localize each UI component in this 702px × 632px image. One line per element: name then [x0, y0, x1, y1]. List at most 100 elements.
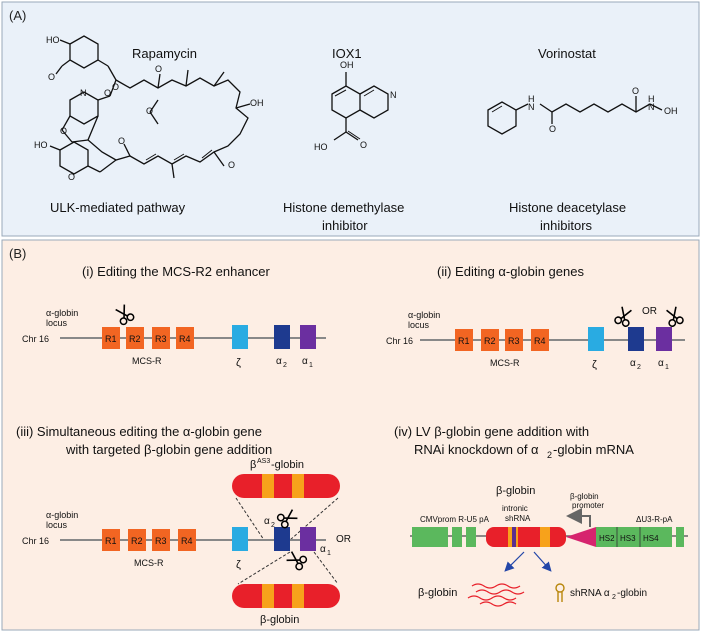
- svg-text:ζ: ζ: [592, 359, 597, 371]
- svg-text:CMVprom R-U5 pA: CMVprom R-U5 pA: [420, 515, 490, 524]
- svg-text:N: N: [648, 102, 655, 112]
- svg-text:AS3: AS3: [257, 458, 270, 465]
- svg-text:locus: locus: [46, 318, 68, 328]
- svg-text:α: α: [658, 358, 664, 369]
- svg-text:HS3: HS3: [620, 534, 636, 543]
- beta-as3-cassette: β AS3 -globin: [232, 458, 340, 541]
- svg-text:β-globin: β-globin: [570, 492, 599, 501]
- svg-text:R3: R3: [155, 334, 167, 344]
- svg-text:R1: R1: [105, 536, 117, 546]
- svg-text:N: N: [390, 90, 397, 100]
- svg-text:OR: OR: [642, 306, 657, 317]
- svg-text:2: 2: [637, 364, 641, 371]
- drug-desc-rapamycin: ULK-mediated pathway: [50, 200, 186, 215]
- svg-text:MCS-R: MCS-R: [132, 356, 162, 366]
- rapamycin-structure: [49, 35, 251, 179]
- section-i-title: (i) Editing the MCS-R2 enhancer: [82, 264, 271, 279]
- svg-text:1: 1: [665, 364, 669, 371]
- svg-text:α: α: [302, 356, 308, 367]
- svg-text:-globin mRNA: -globin mRNA: [553, 442, 634, 457]
- svg-text:shRNA: shRNA: [505, 514, 531, 523]
- svg-text:α-globin: α-globin: [46, 308, 78, 318]
- svg-text:O: O: [146, 106, 153, 116]
- panel-a-label: (A): [9, 8, 26, 23]
- drug-desc-vorinostat-line2: inhibitors: [540, 218, 593, 233]
- svg-text:locus: locus: [408, 320, 430, 330]
- svg-text:1: 1: [327, 550, 331, 557]
- svg-text:R1: R1: [458, 336, 470, 346]
- vorinostat-atoms: H N O O H N OH: [528, 86, 678, 134]
- svg-text:β: β: [250, 459, 256, 471]
- locus-ii: α-globin locus Chr 16 R1 R2 R3 R4 MCS-R …: [386, 306, 685, 371]
- svg-text:R4: R4: [534, 336, 546, 346]
- svg-text:HS4: HS4: [643, 534, 659, 543]
- svg-text:N: N: [80, 88, 87, 98]
- svg-text:N: N: [528, 102, 535, 112]
- svg-text:β-globin: β-globin: [260, 614, 299, 626]
- product-beta-globin-label: β-globin: [418, 587, 457, 599]
- svg-text:locus: locus: [46, 520, 68, 530]
- svg-text:O: O: [60, 126, 67, 136]
- section-iv-title-line1: (iv) LV β-globin gene addition with: [394, 424, 589, 439]
- svg-text:promoter: promoter: [572, 501, 604, 510]
- svg-text:2: 2: [612, 594, 616, 601]
- svg-text:R2: R2: [484, 336, 496, 346]
- shrna-hairpin-icon: [555, 583, 565, 602]
- panel-b-frame: [1, 239, 700, 631]
- lentiviral-vector: CMVprom R-U5 pA β-globin intronic shRNA …: [410, 485, 688, 547]
- svg-text:2: 2: [283, 362, 287, 369]
- svg-text:HS2: HS2: [599, 534, 615, 543]
- svg-text:OH: OH: [250, 98, 264, 108]
- locus-i: α-globin locus Chr 16 R1 R2 R3 R4 MCS-R …: [22, 308, 326, 369]
- svg-text:O: O: [632, 86, 639, 96]
- svg-text:HO: HO: [314, 142, 328, 152]
- svg-text:ΔU3-R-pA: ΔU3-R-pA: [636, 515, 673, 524]
- drug-name-iox1: IOX1: [332, 46, 362, 61]
- svg-text:Chr 16: Chr 16: [386, 336, 413, 346]
- svg-text:ζ: ζ: [236, 357, 241, 369]
- svg-text:Chr 16: Chr 16: [22, 334, 49, 344]
- svg-text:R2: R2: [129, 334, 141, 344]
- svg-text:R1: R1: [105, 334, 117, 344]
- arrow-to-beta-globin: [504, 551, 525, 572]
- svg-text:R3: R3: [508, 336, 520, 346]
- panel-b-label: (B): [9, 246, 26, 261]
- svg-text:α-globin: α-globin: [46, 510, 78, 520]
- svg-text:MCS-R: MCS-R: [490, 358, 520, 368]
- svg-text:Chr 16: Chr 16: [22, 536, 49, 546]
- drug-desc-vorinostat-line1: Histone deacetylase: [509, 200, 626, 215]
- svg-text:2: 2: [271, 522, 275, 529]
- svg-text:OR: OR: [336, 534, 351, 545]
- svg-text:O: O: [104, 88, 111, 98]
- beta-globin-cassette: β-globin: [232, 551, 340, 626]
- svg-text:β-globin: β-globin: [496, 485, 535, 497]
- svg-text:α: α: [320, 544, 326, 555]
- section-iv-title-line2: RNAi knockdown of α 2 -globin mRNA: [414, 442, 634, 460]
- svg-text:intronic: intronic: [502, 504, 528, 513]
- svg-text:R3: R3: [155, 536, 167, 546]
- svg-text:α-globin: α-globin: [408, 310, 440, 320]
- vorinostat-structure: [487, 96, 663, 135]
- svg-text:O: O: [112, 82, 119, 92]
- svg-text:O: O: [549, 124, 556, 134]
- svg-text:OH: OH: [340, 60, 354, 70]
- svg-text:H: H: [648, 94, 655, 104]
- panel-a-frame: [1, 1, 700, 237]
- drug-desc-iox1-line2: inhibitor: [322, 218, 368, 233]
- svg-text:α: α: [264, 516, 270, 527]
- drug-name-rapamycin: Rapamycin: [132, 46, 197, 61]
- svg-text:RNAi knockdown of α: RNAi knockdown of α: [414, 442, 539, 457]
- svg-text:HO: HO: [34, 140, 48, 150]
- svg-text:R4: R4: [179, 334, 191, 344]
- svg-text:2: 2: [547, 450, 552, 460]
- mrna-squiggles: [467, 583, 525, 607]
- product-shrna-label: shRNA α 2 -globin: [570, 588, 647, 601]
- svg-text:1: 1: [309, 362, 313, 369]
- arrow-to-shrna: [533, 551, 552, 572]
- svg-text:α: α: [276, 356, 282, 367]
- drug-desc-iox1-line1: Histone demethylase: [283, 200, 404, 215]
- section-ii-title: (ii) Editing α-globin genes: [437, 264, 584, 279]
- drug-name-vorinostat: Vorinostat: [538, 46, 596, 61]
- section-iii-title-line1: (iii) Simultaneous editing the α-globin …: [16, 424, 262, 439]
